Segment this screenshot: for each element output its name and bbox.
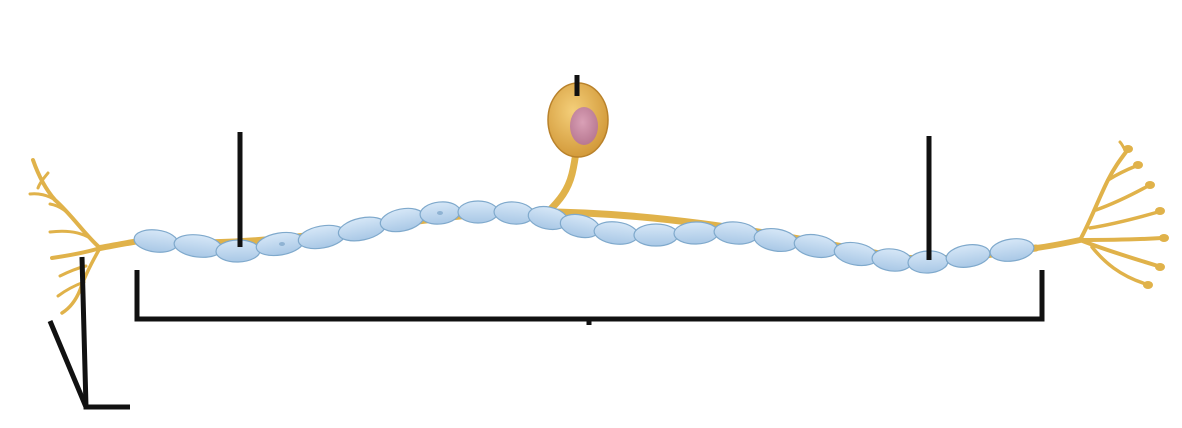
- myelin-segment: [457, 200, 499, 224]
- dendrite-bracket: [79, 256, 130, 410]
- leader-lines: [47, 75, 1045, 410]
- nucleus: [570, 107, 598, 145]
- myelin-segment: [673, 221, 719, 245]
- myelin-segment: [593, 221, 639, 245]
- myelin-segment: [713, 221, 759, 245]
- myelin-segment: [337, 216, 387, 242]
- schwann-cell-nucleus: [437, 211, 443, 215]
- myelin-segment: [989, 238, 1035, 262]
- dendrites-left: [28, 158, 143, 315]
- schwann-cell-nucleus: [279, 242, 285, 246]
- myelin-segment: [945, 244, 991, 268]
- myelin-segment: [633, 223, 679, 247]
- axon-terminals-right: [1033, 140, 1169, 289]
- axon-bracket: [134, 270, 1045, 322]
- myelin-segment: [379, 207, 425, 233]
- myelin-sheath: [133, 200, 1035, 274]
- cell-body: [547, 82, 609, 158]
- myelin-segment: [871, 248, 913, 272]
- myelin-segment: [173, 234, 223, 258]
- myelin-segment: [133, 229, 179, 253]
- dendrite-bracket-arm: [47, 320, 89, 408]
